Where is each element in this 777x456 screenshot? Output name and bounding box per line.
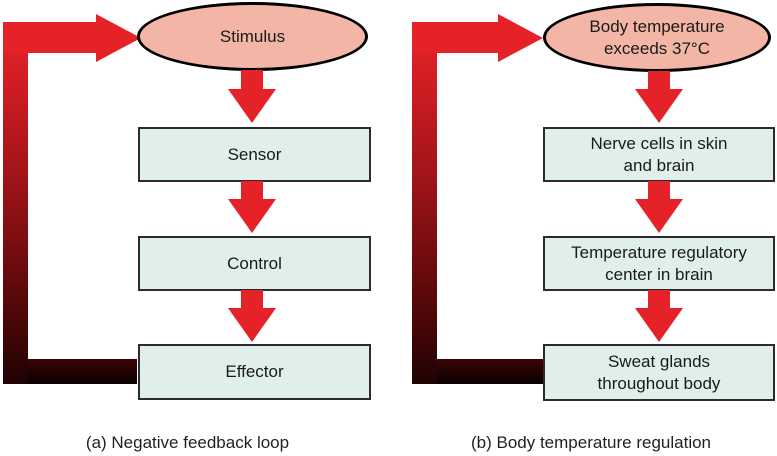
panel-b-arrow1-shaft — [648, 71, 670, 89]
panel-b-stimulus-ellipse: Body temperature exceeds 37°C — [543, 3, 771, 72]
panel-a-arrow1-shaft — [241, 70, 263, 89]
panel-a-stimulus-label: Stimulus — [219, 26, 286, 46]
panel-b-feedback-arrow-shaft — [412, 22, 498, 53]
panel-a-arrow3-shaft — [241, 290, 263, 308]
panel-b-feedback-rise-bar — [412, 22, 437, 384]
panel-b-feedback-arrowhead — [498, 14, 543, 62]
panel-b-sensor-label: Nerve cells in skin and brain — [590, 133, 728, 175]
panel-a-control-label: Control — [227, 253, 282, 273]
panel-b-arrow3-shaft — [648, 290, 670, 308]
panel-b-sensor-box: Nerve cells in skin and brain — [543, 127, 775, 182]
panel-a-arrow2-shaft — [241, 181, 263, 199]
panel-a-effector-box: Effector — [138, 344, 371, 400]
panel-a-control-box: Control — [138, 236, 371, 291]
panel-b-effector-label: Sweat glands throughout body — [597, 351, 721, 393]
panel-b-stimulus-label: Body temperature exceeds 37°C — [589, 16, 725, 58]
panel-a-arrow2-head — [228, 199, 276, 233]
panel-b-arrow2-head — [635, 199, 683, 233]
panel-a-caption: (a) Negative feedback loop — [85, 433, 290, 452]
panel-b-control-box: Temperature regulatory center in brain — [543, 236, 775, 291]
panel-a-effector-label: Effector — [225, 362, 284, 381]
panel-a-feedback-arrow-shaft — [3, 22, 96, 53]
panel-a-stimulus-ellipse: Stimulus — [137, 2, 368, 71]
panel-a-sensor-label: Sensor — [227, 144, 282, 164]
panel-b-arrow2-shaft — [648, 181, 670, 199]
panel-a-sensor-box: Sensor — [138, 127, 371, 182]
panel-a-feedback-arrowhead — [96, 14, 141, 62]
panel-b-arrow1-head — [635, 89, 683, 123]
panel-b-arrow3-head — [635, 308, 683, 342]
panel-a-feedback-rise-bar — [3, 22, 28, 384]
panel-a-arrow3-head — [228, 308, 276, 342]
panel-b-caption: (b) Body temperature regulation — [470, 433, 712, 452]
panel-b-control-label: Temperature regulatory center in brain — [571, 242, 747, 284]
panel-b-effector-box: Sweat glands throughout body — [543, 344, 775, 401]
panel-a-arrow1-head — [228, 89, 276, 123]
